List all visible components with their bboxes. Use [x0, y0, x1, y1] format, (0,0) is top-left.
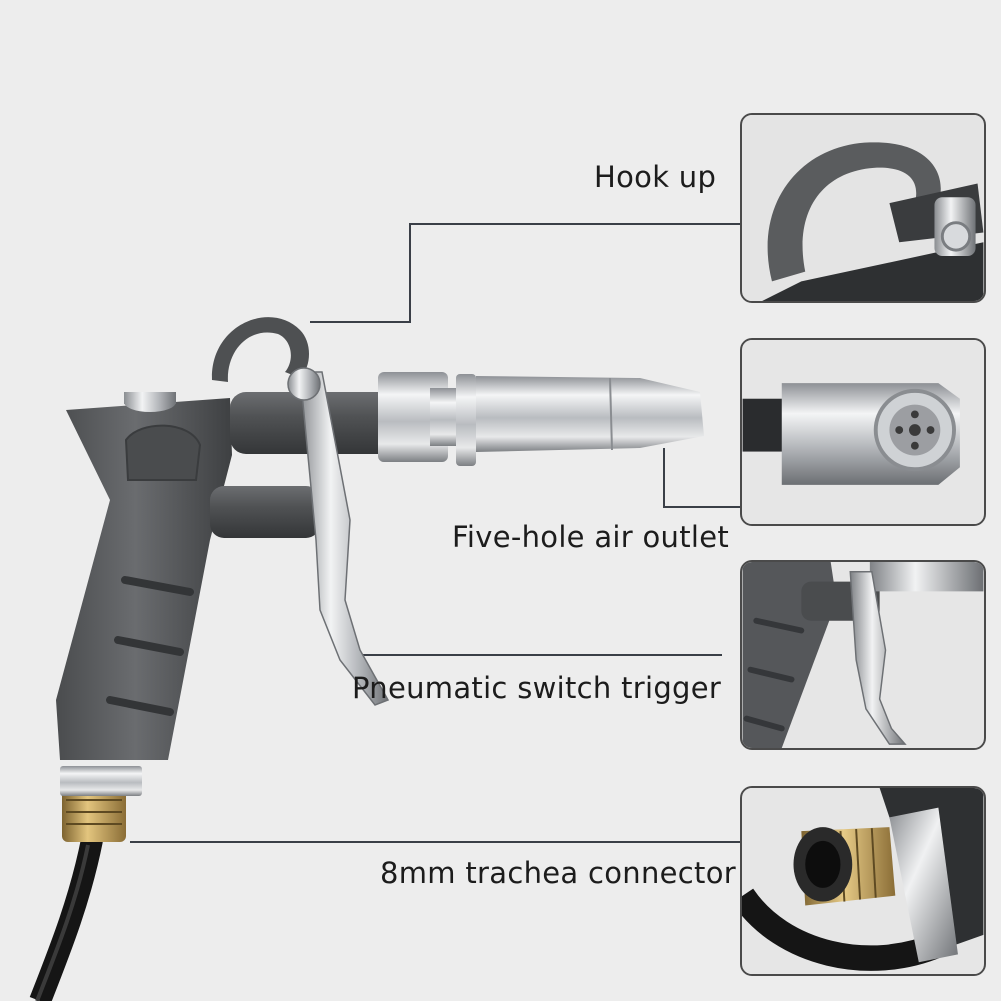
brass-connector-icon — [742, 788, 984, 974]
label-pneumatic-switch-trigger: Pneumatic switch trigger — [352, 671, 722, 705]
label-hook-up: Hook up — [594, 160, 717, 194]
trigger-icon — [742, 562, 984, 748]
inset-air-outlet-detail — [740, 338, 986, 526]
nozzle-icon — [742, 340, 984, 524]
hook-icon — [742, 115, 984, 301]
inset-trigger-detail — [740, 560, 986, 750]
inset-connector-detail — [740, 786, 986, 976]
label-8mm-trachea-connector: 8mm trachea connector — [380, 856, 736, 890]
label-five-hole-air-outlet: Five-hole air outlet — [452, 520, 730, 554]
inset-hook-detail — [740, 113, 986, 303]
callout-lines — [130, 223, 740, 843]
